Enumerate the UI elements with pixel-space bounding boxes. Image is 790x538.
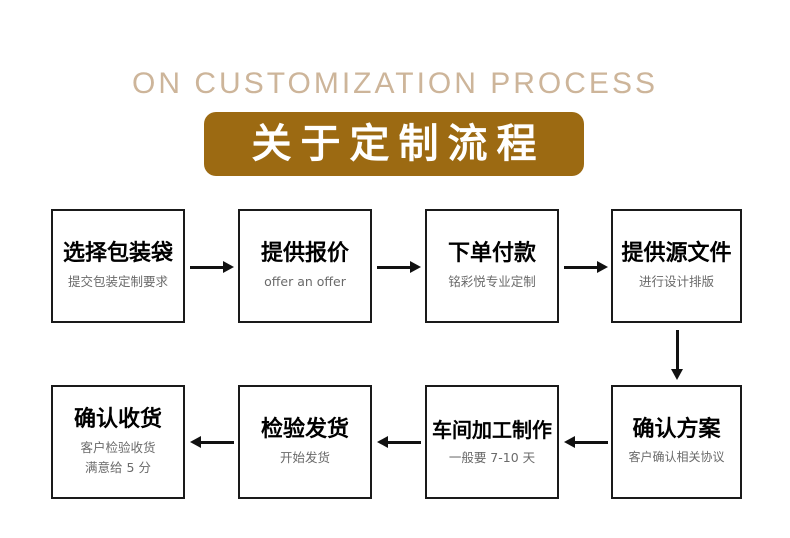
flow-step-7-title: 检验发货 [260,417,349,442]
flow-step-2: 提供报价 offer an offer [238,209,372,323]
flow-step-7: 检验发货 开始发货 [238,385,372,499]
flow-step-5: 确认方案 客户确认相关协议 [611,385,742,499]
connector-arrow-7-8 [190,432,234,452]
flow-step-1-subtitle: 提交包装定制要求 [67,274,168,289]
flow-step-6-subtitle: 一般要 7-10 天 [448,450,536,465]
connector-arrow-4-5 [667,330,687,380]
flow-step-2-subtitle: offer an offer [264,274,346,289]
flow-step-8: 确认收货 客户检验收货 满意给 5 分 [51,385,185,499]
arrow-shaft [199,441,234,444]
page-title-english: ON CUSTOMIZATION PROCESS [132,67,658,100]
arrow-shaft [190,266,225,269]
page-title-chinese-banner: 关于定制流程 [204,112,584,176]
flow-step-4-title: 提供源文件 [621,241,732,266]
flow-step-3-subtitle: 铭彩悦专业定制 [448,274,536,289]
flow-step-3: 下单付款 铭彩悦专业定制 [425,209,559,323]
flow-step-8-title: 确认收货 [73,407,162,432]
connector-arrow-3-4 [564,257,608,277]
arrow-head-right-icon [597,261,608,273]
arrow-head-left-icon [377,436,388,448]
flow-step-4-subtitle: 进行设计排版 [638,274,714,289]
arrow-shaft [564,266,599,269]
arrow-head-down-icon [670,369,683,380]
connector-arrow-2-3 [377,257,421,277]
arrow-head-right-icon [223,261,234,273]
flow-step-1: 选择包装袋 提交包装定制要求 [51,209,185,323]
flow-step-3-title: 下单付款 [447,241,536,266]
flow-step-8-subtitle-1: 客户检验收货 [80,440,156,455]
connector-arrow-1-2 [190,257,234,277]
arrow-head-left-icon [564,436,575,448]
flow-step-8-subtitle-2: 满意给 5 分 [85,460,151,475]
flow-step-5-subtitle: 客户确认相关协议 [628,450,725,464]
arrow-shaft [386,441,421,444]
flow-step-1-title: 选择包装袋 [62,241,173,266]
arrow-shaft [676,330,679,371]
flow-step-4: 提供源文件 进行设计排版 [611,209,742,323]
flow-step-6: 车间加工制作 一般要 7-10 天 [425,385,559,499]
arrow-head-left-icon [190,436,201,448]
flow-step-5-title: 确认方案 [632,417,721,442]
page-title-chinese: 关于定制流程 [251,121,546,167]
connector-arrow-6-7 [377,432,421,452]
flow-step-2-title: 提供报价 [260,241,349,266]
arrow-shaft [573,441,608,444]
flow-step-7-subtitle: 开始发货 [279,450,330,465]
arrow-head-right-icon [410,261,421,273]
connector-arrow-5-6 [564,432,608,452]
flow-step-6-title: 车间加工制作 [432,418,552,442]
arrow-shaft [377,266,412,269]
